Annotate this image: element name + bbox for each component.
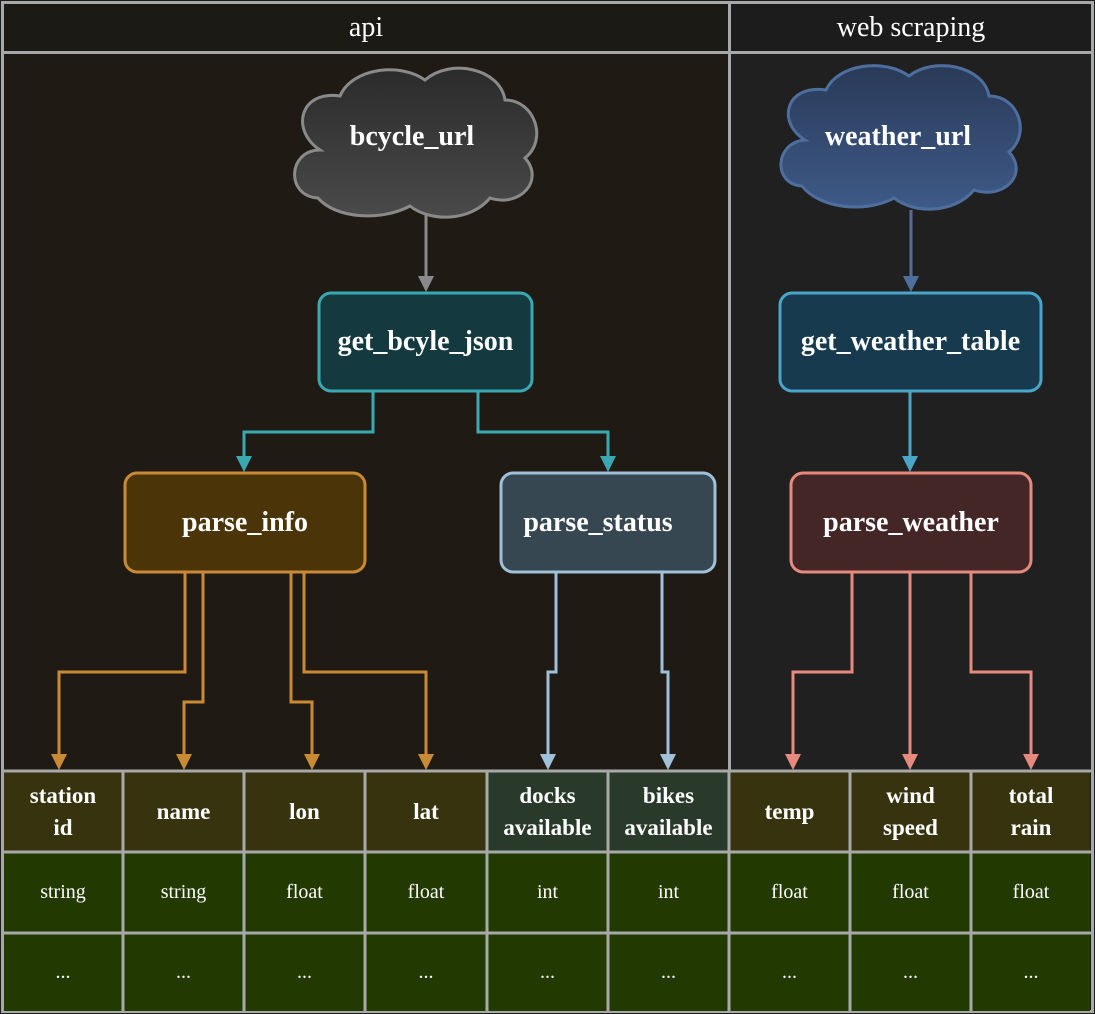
get-weather-table-label: get_weather_table [800, 326, 1021, 357]
table-cell-bg [124, 934, 243, 1011]
arrowhead-bikes-available [660, 754, 676, 770]
table-cell-bg [245, 772, 364, 851]
table-cell-bg [366, 934, 486, 1011]
table-cell-bg [851, 853, 970, 932]
column-type: float [892, 881, 929, 903]
table-cell-bg [4, 772, 122, 851]
column-ellipsis: ... [540, 961, 555, 983]
column-header: temp [764, 798, 815, 824]
edges-parse-weather-fields [791, 572, 1033, 756]
table-cell-bg [972, 772, 1090, 851]
weather-url-label: weather_url [824, 121, 972, 152]
table-cell-bg [488, 853, 607, 932]
arrowhead-name [176, 754, 192, 770]
table-cell-bg [488, 934, 607, 1011]
parse-info-node [123, 471, 367, 574]
table-cell-bg [366, 853, 486, 932]
column-ellipsis: ... [661, 961, 676, 983]
arrowhead-total-rain [1023, 754, 1039, 770]
column-ellipsis: ... [176, 961, 191, 983]
table-cell-bg [124, 853, 243, 932]
column-header: station id [29, 782, 97, 840]
column-ellipsis: ... [782, 961, 797, 983]
table-cell-bg [972, 934, 1090, 1011]
get-bcyle-json-label: get_bcyle_json [337, 326, 514, 357]
arrowhead-lon [304, 754, 320, 770]
table-cell-bg [245, 853, 364, 932]
arrowhead-docks-available [540, 754, 556, 770]
table-cell-bg [730, 934, 849, 1011]
web-scraping-section-label: web scraping [836, 12, 986, 43]
edges-parse-status-fields [546, 572, 670, 756]
edge-get-json-to-parse-info [236, 391, 375, 472]
column-ellipsis: ... [903, 961, 918, 983]
column-header: docks available [503, 782, 592, 840]
api-header-bg [4, 4, 728, 52]
column-type: float [286, 881, 323, 903]
arrowhead-lat [418, 754, 434, 770]
table-cell-bg [851, 934, 970, 1011]
column-type: string [40, 881, 86, 903]
column-header: total rain [1008, 782, 1054, 840]
schema-table [2, 769, 1093, 1012]
bcycle-url-label: bcycle_url [349, 121, 475, 152]
bcycle-url-cloud [293, 66, 539, 219]
arrowhead-wind-speed [902, 754, 918, 770]
column-type: float [1012, 881, 1050, 903]
column-header: lat [413, 798, 439, 824]
column-header: bikes available [624, 782, 713, 840]
table-cell-bg [488, 772, 607, 851]
table-cell-bg [972, 853, 1090, 932]
column-ellipsis: ... [55, 961, 71, 983]
column-type: string [160, 881, 207, 903]
arrowhead-station-id [51, 754, 67, 770]
edge-get-table-to-parse-weather [902, 391, 918, 472]
column-ellipsis: ... [1023, 961, 1039, 983]
table-cell-bg [4, 853, 122, 932]
column-type: float [407, 881, 445, 903]
column-header: lon [289, 798, 320, 824]
parse-weather-label: parse_weather [823, 506, 999, 538]
table-cell-bg [4, 934, 122, 1011]
parse-status-label: parse_status [523, 506, 673, 538]
edge-get-json-to-parse-status [476, 391, 616, 472]
parse-status-node [499, 471, 717, 574]
column-header: name [156, 798, 211, 824]
table-cell-bg [609, 853, 728, 932]
table-cell-bg [245, 934, 364, 1011]
arrowhead-temp [785, 754, 801, 770]
column-type: int [536, 881, 559, 903]
column-type: float [771, 881, 808, 903]
web-header-bg [730, 4, 1092, 52]
table-cell-bg [609, 934, 728, 1011]
column-type: int [657, 881, 680, 903]
column-ellipsis: ... [297, 961, 312, 983]
api-section-label: api [348, 12, 384, 43]
table-cell-bg [609, 772, 728, 851]
table-cell-bg [730, 772, 849, 851]
table-cell-bg [366, 772, 486, 851]
table-cell-bg [730, 853, 849, 932]
weather-url-cloud [779, 64, 1022, 211]
parse-info-label: parse_info [182, 506, 308, 538]
column-header: wind speed [883, 782, 938, 840]
table-grid-lines [2, 769, 1093, 1012]
edges-parse-info-fields [57, 572, 428, 756]
table-cell-bg [851, 772, 970, 851]
edge-bcycle-url-to-get-json [418, 214, 434, 292]
table-cell-bg [124, 772, 243, 851]
edge-weather-url-to-get-table [903, 210, 919, 292]
column-ellipsis: ... [418, 961, 434, 983]
get-bcyle-json-node [317, 291, 534, 393]
